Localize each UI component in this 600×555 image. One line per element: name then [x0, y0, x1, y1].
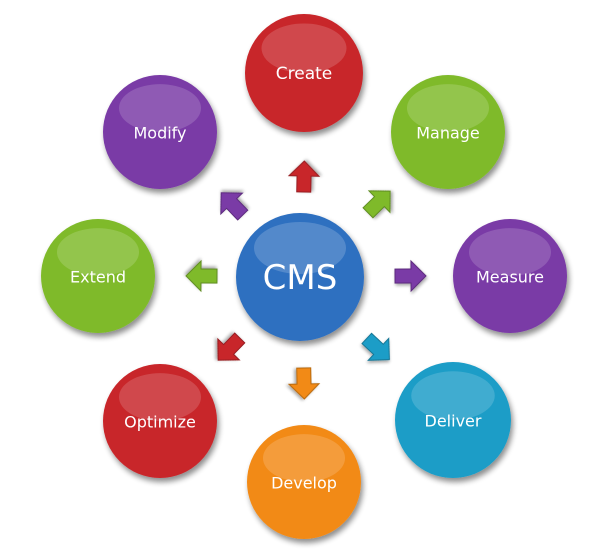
node-label-modify: Modify: [133, 124, 186, 143]
node-gloss: [56, 228, 140, 276]
node-circle: [395, 362, 511, 478]
node-circle: [103, 75, 217, 189]
arrow-shape: [217, 332, 246, 361]
node-circle: [391, 75, 505, 189]
arrow-shape: [362, 190, 391, 219]
arrow-to-modify: [220, 192, 249, 221]
node-develop: Develop: [247, 425, 361, 539]
arrow-to-extend: [185, 259, 218, 293]
center-gloss: [254, 222, 346, 274]
node-label-measure: Measure: [476, 268, 544, 287]
node-gloss: [262, 434, 346, 482]
node-measure: Measure: [453, 219, 567, 333]
arrow-to-optimize: [217, 332, 246, 361]
node-gloss: [118, 84, 202, 132]
arrow-to-develop: [287, 367, 321, 400]
node-gloss: [118, 373, 202, 421]
arrow-shape: [220, 192, 249, 221]
node-circle: [247, 425, 361, 539]
arrow-shape: [287, 367, 321, 400]
arrow-to-manage: [362, 190, 391, 219]
node-circle: [245, 14, 363, 132]
center-circle: [236, 213, 364, 341]
node-create: Create: [245, 14, 363, 132]
node-circle: [103, 364, 217, 478]
node-gloss: [468, 228, 552, 276]
node-gloss: [411, 371, 495, 421]
node-label-develop: Develop: [271, 474, 337, 493]
node-label-deliver: Deliver: [425, 412, 482, 431]
node-label-extend: Extend: [70, 268, 126, 287]
node-label-create: Create: [276, 64, 333, 84]
arrow-shape: [361, 332, 390, 361]
node-circle: [41, 219, 155, 333]
node-manage: Manage: [391, 75, 505, 189]
arrow-shape: [394, 259, 427, 293]
node-deliver: Deliver: [395, 362, 511, 478]
node-label-optimize: Optimize: [124, 413, 196, 432]
center-node-cms: CMS: [236, 213, 364, 341]
center-label: CMS: [263, 258, 338, 298]
node-circle: [453, 219, 567, 333]
node-gloss: [406, 84, 490, 132]
arrow-shape: [287, 160, 321, 193]
arrow-to-deliver: [361, 332, 390, 361]
node-label-manage: Manage: [416, 124, 480, 143]
arrows-layer: [185, 160, 427, 400]
node-optimize: Optimize: [103, 364, 217, 478]
arrow-shape: [185, 259, 218, 293]
node-gloss: [261, 23, 347, 73]
arrow-to-measure: [394, 259, 427, 293]
node-modify: Modify: [103, 75, 217, 189]
node-extend: Extend: [41, 219, 155, 333]
arrow-to-create: [287, 160, 321, 193]
